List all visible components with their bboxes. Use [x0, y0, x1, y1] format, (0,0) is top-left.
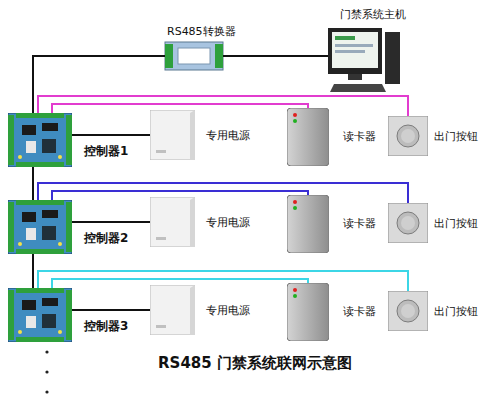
device-label: 控制器2: [84, 231, 128, 245]
device-label: 读卡器: [343, 217, 376, 230]
controller-board: 控制器3: [8, 288, 72, 342]
device-label: 控制器1: [84, 144, 128, 158]
converter-label-plate: [178, 48, 210, 64]
device-label: 出门按钮: [434, 130, 478, 143]
dot: [45, 390, 48, 393]
host-computer: 门禁系统主机: [328, 28, 400, 92]
computer-art: [328, 28, 400, 92]
card-reader: 读卡器: [287, 283, 329, 341]
rs485-converter-art: [165, 42, 223, 70]
dot: [45, 370, 48, 373]
converter-terminal: [165, 44, 173, 68]
power-box: [150, 285, 195, 335]
device-label: 控制器3: [84, 319, 128, 333]
exit-button: 出门按钮: [388, 291, 428, 331]
cable-line: [38, 271, 408, 291]
dot: [45, 350, 48, 353]
button-art: [388, 116, 428, 331]
exit-button: [388, 116, 428, 156]
monitor-stand: [348, 74, 362, 80]
controller-board: [8, 200, 72, 254]
screen-bar: [335, 50, 365, 53]
cable-line: [72, 221, 150, 223]
device-label: 读卡器: [343, 130, 376, 143]
exit-button: 出门按钮: [388, 116, 428, 156]
cable-line: [38, 183, 408, 203]
cable-line: [52, 104, 308, 113]
controller-board: 控制器1: [8, 113, 72, 167]
power-supply: 专用电源: [150, 110, 195, 160]
device-label: 门禁系统主机: [340, 8, 406, 21]
power-supply: 专用电源: [150, 197, 195, 247]
power-box: [150, 110, 195, 160]
keyboard: [330, 84, 386, 92]
screen-bar: [335, 36, 355, 40]
device-label: 专用电源: [206, 304, 250, 317]
power-art: [150, 110, 195, 335]
card-reader: 读卡器: [287, 108, 329, 166]
cable-line: [38, 96, 408, 116]
rs485-converter: RS485转换器: [165, 42, 223, 70]
device-label: 读卡器: [343, 305, 376, 318]
cable-line: [223, 55, 328, 57]
controller-art: [8, 113, 72, 342]
power-box: [150, 197, 195, 247]
device-label: 专用电源: [206, 216, 250, 229]
cable-line: [72, 309, 150, 311]
controller-board: 控制器2: [8, 200, 72, 254]
card-reader: [287, 195, 329, 253]
cable-line: [72, 134, 150, 136]
controller-board: [8, 113, 72, 167]
continuation-dots: [45, 350, 48, 393]
controller-board: [8, 288, 72, 342]
monitor-screen: [332, 32, 378, 68]
card-reader: [287, 283, 329, 341]
card-reader: 读卡器: [287, 195, 329, 253]
power-supply: 专用电源: [150, 285, 195, 335]
cable-line: [33, 56, 165, 113]
device-label: 出门按钮: [434, 305, 478, 318]
cable-line: [32, 167, 34, 200]
screen-bar: [335, 44, 373, 47]
device-label: 专用电源: [206, 129, 250, 142]
monitor-bezel: [328, 28, 382, 74]
reader-art: [287, 108, 329, 341]
exit-button: 出门按钮: [388, 203, 428, 243]
device-label: 出门按钮: [434, 217, 478, 230]
cable-line: [52, 191, 308, 200]
converter-terminal: [215, 44, 223, 68]
exit-button: [388, 291, 428, 331]
converter-body: [165, 42, 223, 70]
device-label: RS485转换器: [167, 25, 236, 38]
pc-tower: [385, 32, 400, 84]
diagram-caption: RS485 门禁系统联网示意图: [40, 354, 470, 373]
exit-button: [388, 203, 428, 243]
cable-line: [32, 254, 34, 288]
cable-line: [52, 279, 308, 288]
card-reader: [287, 108, 329, 166]
